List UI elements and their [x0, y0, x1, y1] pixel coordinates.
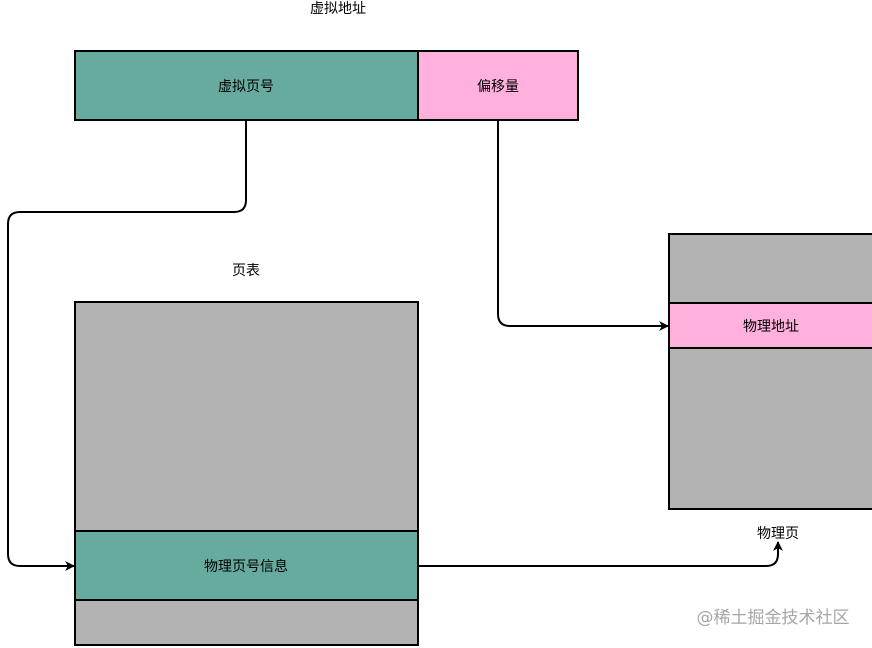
physical-address-box: [668, 302, 872, 349]
physical-page-box: [668, 233, 872, 510]
offset-to-physical-address-arrow: [497, 120, 669, 331]
watermark-text: @稀土掘金技术社区: [697, 608, 850, 628]
offset-label: 偏移量: [477, 79, 519, 95]
page-table-entry-label: 物理页号信息: [204, 558, 288, 575]
offset-box: [417, 50, 579, 121]
virtual-page-number-box: [74, 50, 419, 121]
virtual-address-bar: 虚拟页号 偏移量: [74, 50, 579, 121]
physical-page: 物理地址: [668, 233, 872, 510]
vpn-to-page-table-arrow: [7, 120, 247, 571]
physical-page-title: 物理页: [757, 526, 799, 542]
page-table: 物理页号信息: [74, 301, 419, 646]
virtual-address-title: 虚拟地址: [310, 1, 366, 17]
physical-address-label: 物理地址: [743, 319, 799, 335]
page-table-entry-to-physical-page-arrow: [418, 541, 783, 567]
page-table-title: 页表: [232, 263, 260, 279]
virtual-page-number-label: 虚拟页号: [218, 79, 274, 95]
